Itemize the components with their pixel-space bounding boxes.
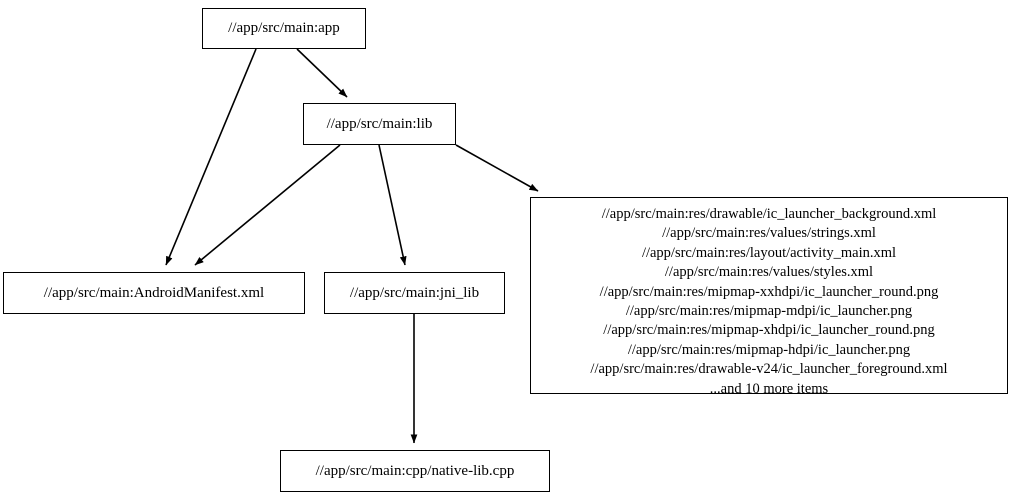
graph-node-android-manifest[interactable]: //app/src/main:AndroidManifest.xml (3, 272, 305, 314)
edge-lib-to-manifest (194, 144, 341, 266)
resource-line: //app/src/main:res/mipmap-hdpi/ic_launch… (627, 341, 911, 358)
edge-lib-to-resources (455, 144, 539, 192)
edge-lib-to-jni-lib (378, 144, 407, 266)
resource-line: //app/src/main:res/mipmap-xhdpi/ic_launc… (603, 322, 935, 339)
graph-node-jni-lib[interactable]: //app/src/main:jni_lib (324, 272, 505, 314)
resource-line: //app/src/main:res/mipmap-mdpi/ic_launch… (625, 303, 913, 320)
resource-line: //app/src/main:res/layout/activity_main.… (641, 244, 897, 261)
resource-line: //app/src/main:res/values/strings.xml (662, 225, 876, 242)
graph-node-resources[interactable]: //app/src/main:res/drawable/ic_launcher_… (530, 197, 1008, 397)
resource-line: //app/src/main:res/drawable-v24/ic_launc… (590, 361, 948, 378)
resource-line: //app/src/main:res/mipmap-xxhdpi/ic_laun… (599, 283, 939, 300)
resource-line: //app/src/main:res/drawable/ic_launcher_… (601, 206, 937, 222)
resource-line: ...and 10 more items (709, 380, 829, 397)
resource-line: //app/src/main:res/values/styles.xml (664, 264, 874, 281)
graph-node-app[interactable]: //app/src/main:app (202, 8, 366, 49)
graph-node-native-lib-cpp[interactable]: //app/src/main:cpp/native-lib.cpp (280, 450, 550, 492)
edge-app-to-manifest (165, 48, 257, 266)
graph-node-lib[interactable]: //app/src/main:lib (303, 103, 456, 145)
edge-app-to-lib (296, 48, 348, 98)
